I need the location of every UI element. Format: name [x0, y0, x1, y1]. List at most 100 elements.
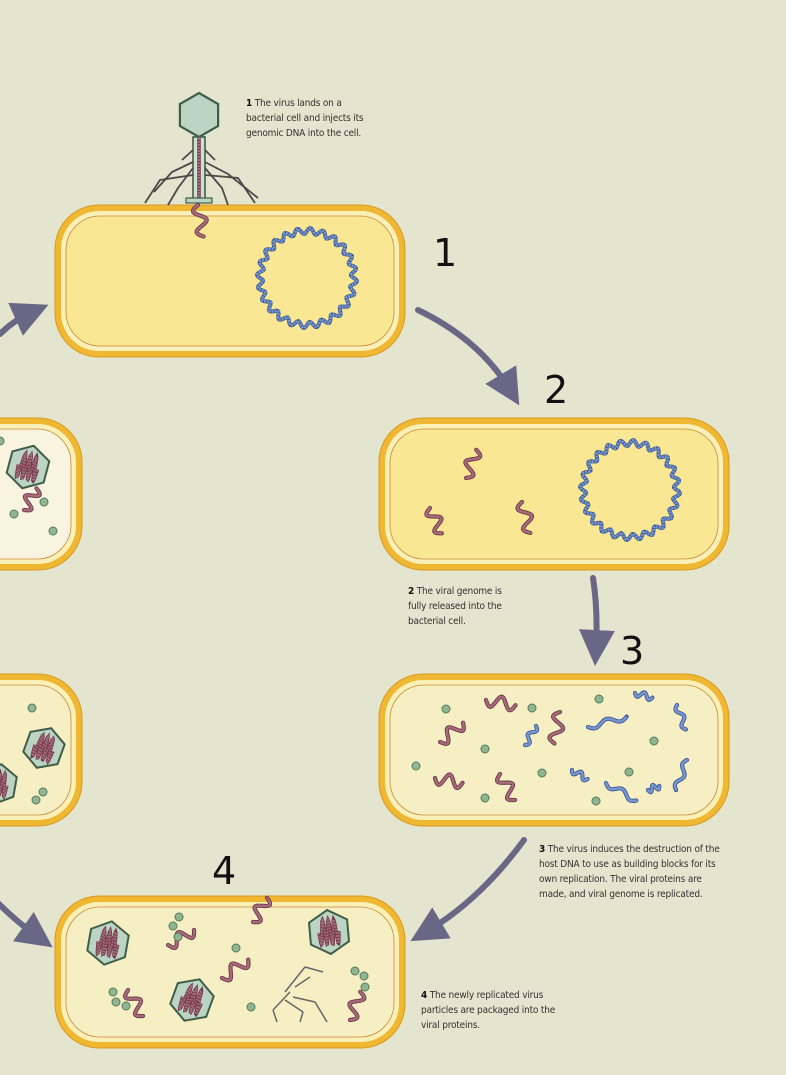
host-dna-ring-step-1-strand: [255, 226, 359, 330]
capsid-step-6-partial-b: [0, 763, 18, 805]
host-dna-ring-step-2: [577, 437, 683, 543]
capsid-step-5-partial-genome: [15, 451, 39, 483]
step-4-caption-text: The newly replicated virus particles are…: [421, 990, 556, 1031]
host-dna-fragment-step-3-3-core: [674, 703, 688, 731]
protein-step-4-10: [360, 982, 370, 992]
host-dna-fragment-step-3-2-core: [633, 691, 654, 702]
cell-step-1: [54, 204, 406, 358]
host-dna-fragment-step-3-1-core: [586, 715, 628, 730]
step-2-caption: 2 The viral genome is fully released int…: [408, 584, 520, 629]
protein-step-4-9: [359, 971, 369, 981]
tail-fibres-step-4-fibre-3: [272, 1009, 278, 1023]
protein-step-3-6: [537, 768, 547, 778]
protein-step-4-0: [174, 912, 184, 922]
capsid-step-4-b: [307, 908, 351, 956]
step-3-caption-text: The virus induces the destruction of the…: [539, 844, 720, 900]
protein-step-6-partial-2: [31, 795, 41, 805]
capsid-step-5-partial: [5, 444, 51, 490]
phage-tail-fibre-0: [153, 161, 194, 193]
protein-step-3-8: [624, 767, 634, 777]
capsid-step-6-partial-b-genome: [0, 769, 8, 799]
step-1-caption-text: The virus lands on a bacterial cell and …: [246, 98, 364, 139]
tail-fibres-step-4: [272, 966, 328, 1023]
step-4-caption: 4 The newly replicated virus particles a…: [421, 988, 561, 1033]
tail-fibres-step-4-fibre-0: [284, 966, 306, 993]
capsid-step-6-partial-b-shell: [0, 763, 18, 805]
viral-dna-step-2-a: [463, 447, 483, 481]
viral-dna-step-2-b-core: [425, 506, 444, 535]
viral-dna-step-3-1: [437, 720, 466, 746]
step-4-caption-number: 4: [421, 990, 428, 1001]
protein-step-4-6: [121, 1001, 131, 1011]
protein-step-3-9: [649, 736, 659, 746]
tail-fibres-step-4-fibre-4: [292, 996, 316, 1003]
host-dna-fragment-step-3-4-core: [570, 768, 589, 782]
capsid-step-4-a: [86, 920, 130, 966]
capsid-step-4-c: [169, 978, 215, 1022]
protein-step-5-partial-2: [9, 509, 19, 519]
protein-step-3-3: [594, 694, 604, 704]
host-dna-fragment-step-3-6: [645, 783, 662, 795]
capsid-step-4-a-genome: [96, 927, 119, 959]
protein-step-3-4: [411, 761, 421, 771]
step-1-caption-number: 1: [246, 98, 253, 109]
viral-dna-step-4-4-core: [348, 990, 366, 1022]
protein-step-5-partial-3: [48, 526, 58, 536]
step-3-caption-number: 3: [539, 844, 546, 855]
capsid-step-6-partial-a: [22, 727, 66, 769]
viral-dna-step-4-2: [219, 957, 251, 983]
protein-step-3-1: [480, 744, 490, 754]
viral-dna-step-3-2: [547, 709, 566, 746]
viral-dna-step-4-2-core: [220, 958, 250, 982]
host-dna-fragment-step-3-1: [585, 714, 629, 731]
phage-head: [178, 91, 220, 139]
tail-fibres-step-4-fibre-2: [272, 991, 291, 1011]
tail-fibres-step-4-fibre-5: [314, 1001, 328, 1023]
protein-step-4-3: [231, 943, 241, 953]
host-dna-fragment-step-3-3: [673, 702, 688, 732]
viral-dna-step-4-4: [347, 989, 367, 1023]
tail-fibres-step-4-fibre-6: [284, 999, 304, 1013]
viral-dna-step-3-2-core: [548, 710, 565, 745]
protein-step-5-partial-0: [0, 436, 5, 446]
protein-step-4-7: [246, 1002, 256, 1012]
host-dna-fragment-step-3-2: [632, 690, 655, 702]
host-dna-fragment-step-3-4: [569, 767, 590, 783]
phage-tail-fibre-6: [144, 174, 194, 204]
step-2-caption-text: The viral genome is fully released into …: [408, 586, 502, 627]
protein-step-5-partial-1: [39, 497, 49, 507]
protein-step-4-1: [168, 921, 178, 931]
host-dna-fragment-step-3-7-core: [673, 758, 689, 792]
step-3-number: 3: [620, 629, 645, 673]
viral-dna-step-3-1-core: [438, 721, 466, 746]
viral-dna-step-4-3: [123, 987, 146, 1019]
arrow-4-out: [0, 900, 53, 948]
arrow-into-1: [0, 302, 49, 337]
viral-dna-step-3-3-core: [433, 773, 464, 790]
viral-dna-step-1: [190, 202, 209, 239]
capsid-step-4-c-genome: [178, 984, 203, 1017]
protein-step-4-4: [108, 987, 118, 997]
viral-dna-step-3-3: [432, 772, 465, 791]
viral-dna-step-3-0-core: [484, 695, 517, 712]
step-2-caption-number: 2: [408, 586, 415, 597]
viral-dna-step-4-3-core: [123, 988, 145, 1018]
host-dna-fragment-step-3-5-core: [604, 781, 638, 803]
viral-dna-step-3-0: [483, 694, 518, 713]
protein-step-3-0: [441, 704, 451, 714]
phage-tail-fibre-5: [204, 149, 216, 161]
tail-fibres-step-4-fibre-1: [304, 966, 324, 973]
viral-dna-step-3-4: [495, 771, 518, 803]
bacteriophage: [144, 91, 259, 206]
viral-dna-step-4-0: [165, 927, 197, 950]
arrow-1-to-2: [415, 307, 520, 406]
protein-step-4-8: [350, 966, 360, 976]
viral-dna-step-2-c-core: [516, 500, 534, 535]
cell-step-3-cytoplasm: [389, 684, 719, 816]
tail-fibres-step-4-fibre-7: [299, 1011, 304, 1023]
host-dna-ring-step-1: [254, 225, 360, 331]
protein-step-6-partial-0: [27, 703, 37, 713]
viral-dna-step-5-partial-core: [22, 487, 41, 512]
viral-dna-step-4-1-core: [251, 896, 272, 924]
